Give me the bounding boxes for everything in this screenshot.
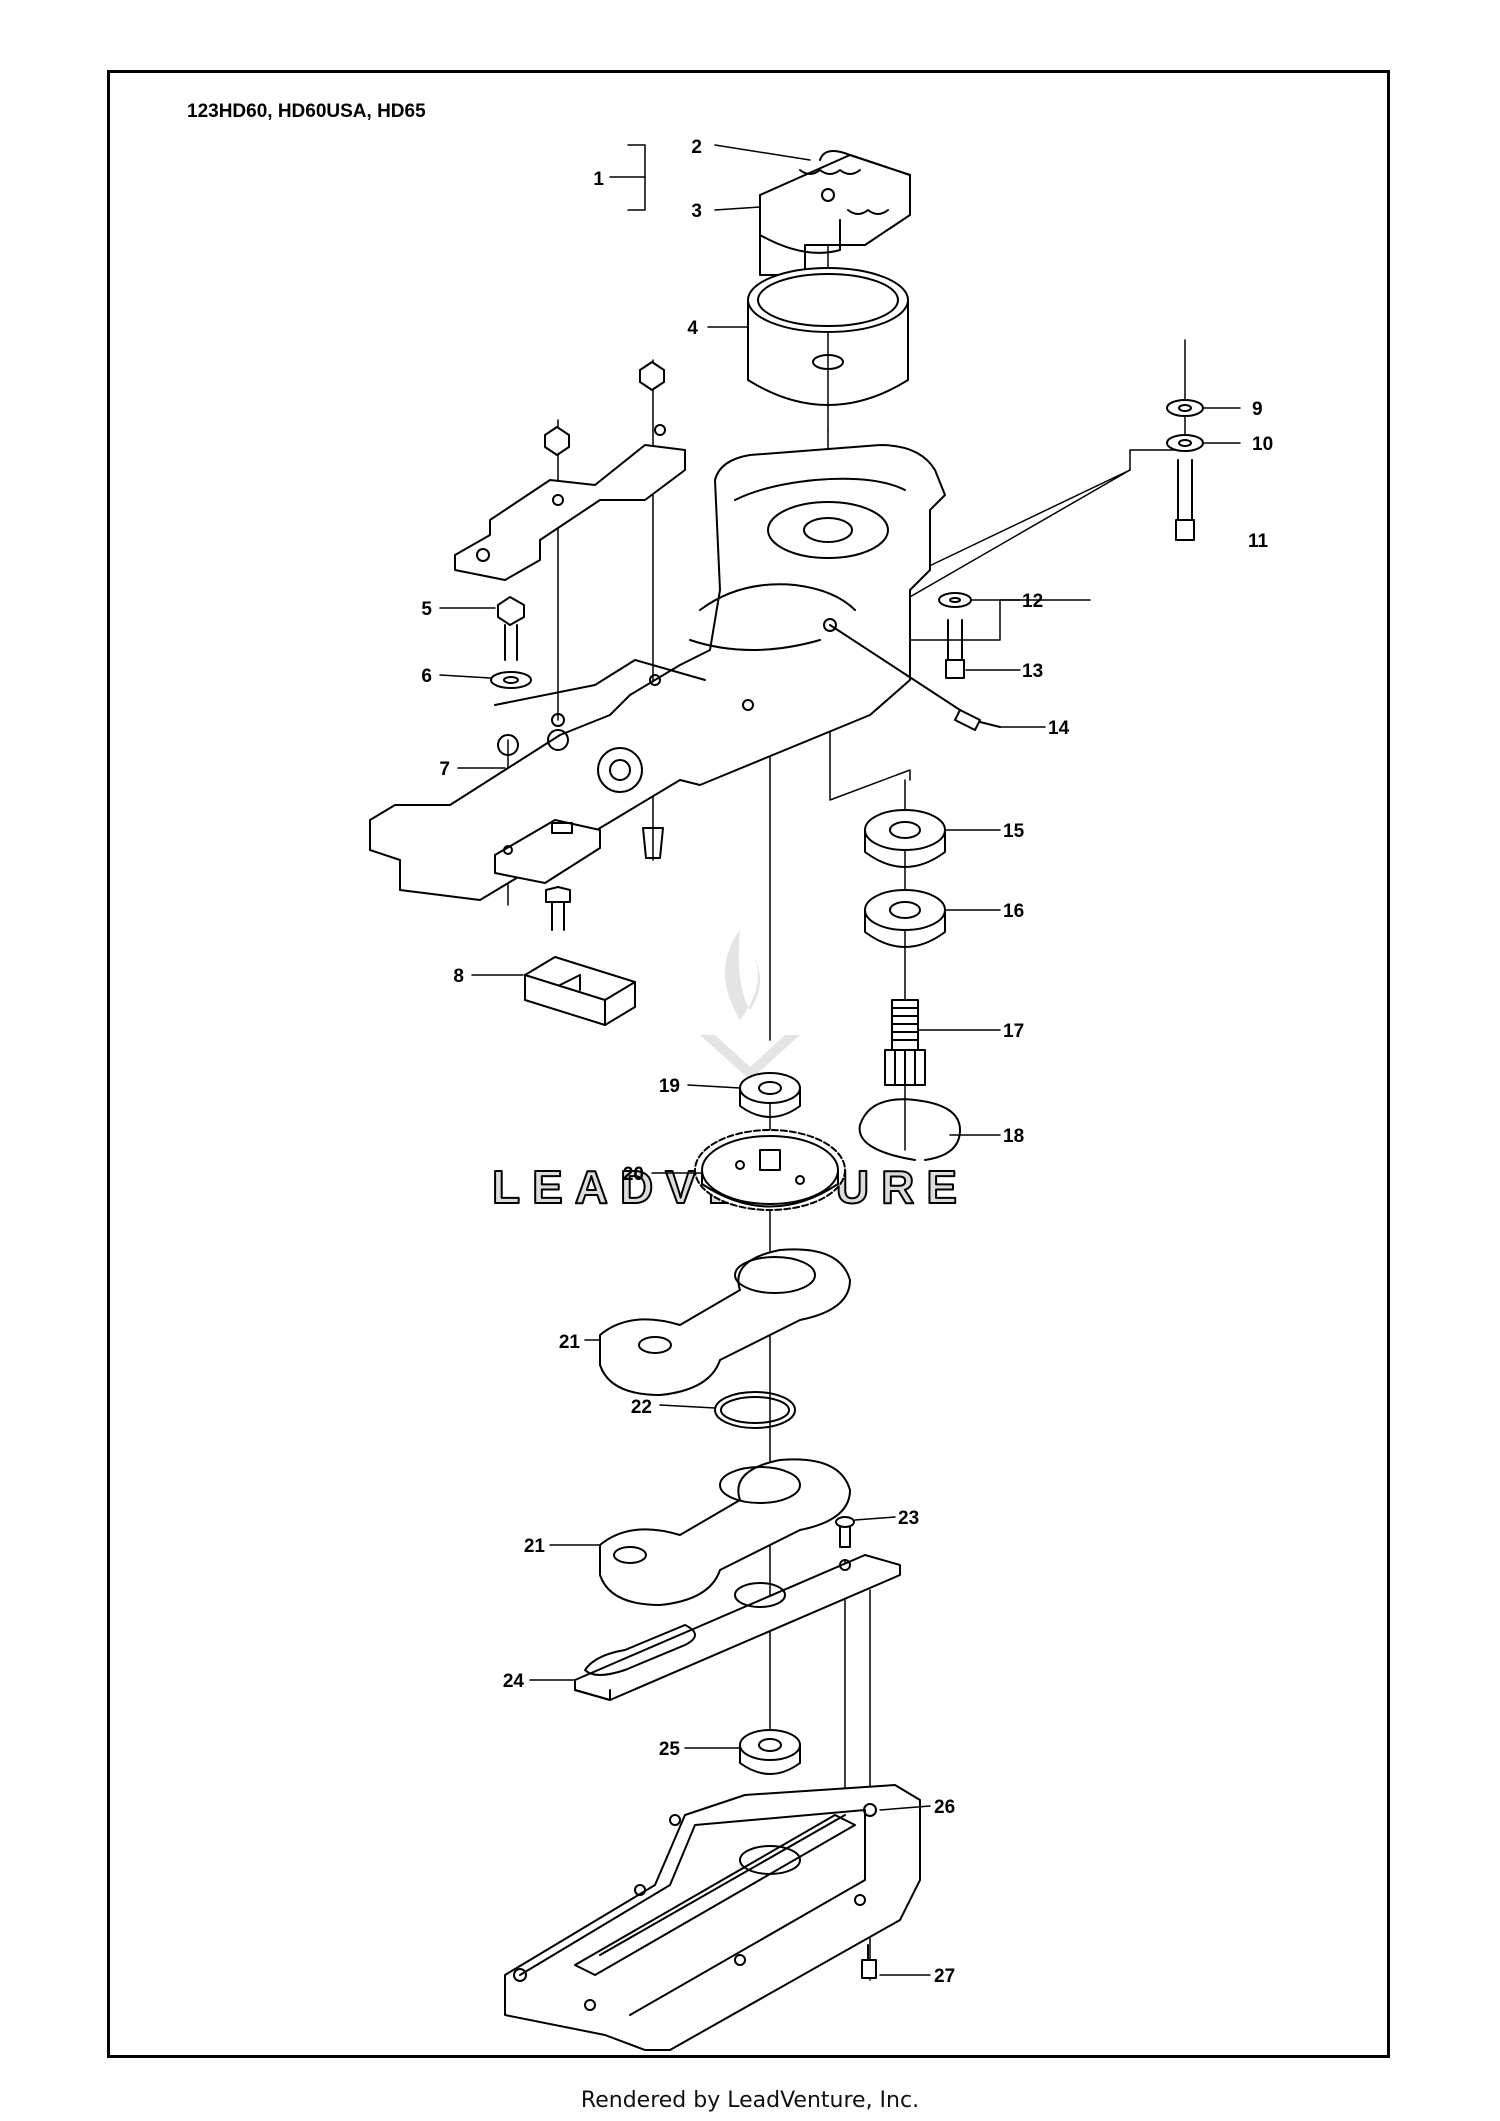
- callout-21-lower: 21: [524, 1536, 546, 1557]
- washer-screw-12-13-drawing: [938, 592, 972, 679]
- callout-20: 20: [623, 1164, 644, 1185]
- gear-cover-drawing: [504, 1784, 921, 2051]
- callout-19: 19: [659, 1076, 680, 1097]
- callout-10: 10: [1252, 434, 1273, 455]
- callout-24: 24: [503, 1671, 525, 1692]
- callout-7: 7: [439, 759, 450, 780]
- connecting-rod-lower-drawing: [599, 1458, 851, 1606]
- connecting-rod-upper-drawing: [599, 1248, 851, 1396]
- block-drawing: [524, 956, 636, 1026]
- callout-3: 3: [691, 201, 702, 222]
- callout-labels: 1 2 3 4 5 6 7 8 9 10 11 12 13 14 15 16 1…: [421, 137, 1273, 1987]
- callout-leaders: [439, 144, 1241, 1976]
- callout-4: 4: [687, 318, 698, 339]
- callout-11: 11: [1248, 531, 1269, 552]
- bearing-gear-19-20-drawing: [694, 1072, 846, 1211]
- callout-12: 12: [1022, 591, 1043, 612]
- gear-housing-drawing: [369, 444, 946, 901]
- screw-27-drawing: [861, 1944, 877, 1979]
- callout-18: 18: [1003, 1126, 1024, 1147]
- pinion-circlip-drawing: [858, 999, 961, 1161]
- diagram-title: 123HD60, HD60USA, HD65: [187, 101, 426, 122]
- snap-ring-drawing: [714, 1391, 796, 1429]
- callout-2: 2: [691, 137, 702, 158]
- screw-23-drawing: [835, 1516, 855, 1548]
- callout-22: 22: [631, 1397, 652, 1418]
- callout-25: 25: [659, 1739, 681, 1760]
- gasket-plate-drawing: [574, 1554, 901, 1701]
- callout-26: 26: [934, 1797, 955, 1818]
- washer-screw-9-11-drawing: [1166, 399, 1204, 541]
- bearing-25-drawing: [739, 1729, 801, 1775]
- callout-16: 16: [1003, 901, 1024, 922]
- callout-21-upper: 21: [559, 1332, 581, 1353]
- upper-plate-drawing: [454, 361, 686, 581]
- callout-8: 8: [453, 966, 464, 987]
- callout-17: 17: [1003, 1021, 1024, 1042]
- screw-5-6-drawing: [490, 596, 532, 689]
- clutch-drum-drawing: [747, 267, 909, 406]
- callout-15: 15: [1003, 821, 1025, 842]
- bearings-15-16-drawing: [864, 809, 946, 948]
- callout-13: 13: [1022, 661, 1043, 682]
- diagram-frame: [107, 70, 1390, 2058]
- callout-5: 5: [421, 599, 432, 620]
- callout-14: 14: [1048, 718, 1070, 739]
- callout-27: 27: [934, 1966, 955, 1987]
- render-credit-footer: Rendered by LeadVenture, Inc.: [580, 2088, 920, 2113]
- lower-plate-drawing: [494, 819, 664, 931]
- callout-23: 23: [898, 1508, 919, 1529]
- grease-nipple-drawing: [829, 624, 1001, 731]
- callout-9: 9: [1252, 399, 1263, 420]
- callout-6: 6: [421, 666, 432, 687]
- clutch-assembly-drawing: [759, 150, 911, 276]
- callout-1: 1: [593, 169, 604, 190]
